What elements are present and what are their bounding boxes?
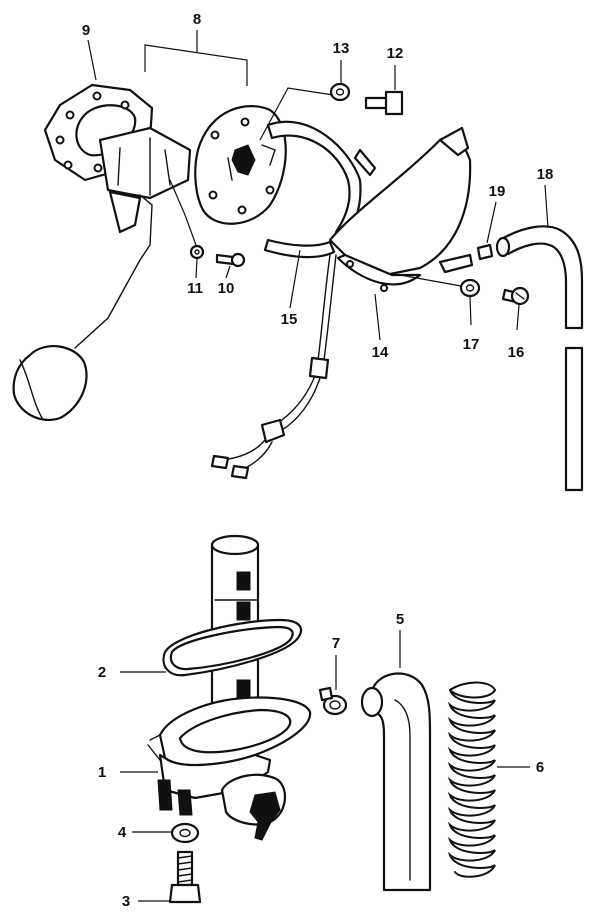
washer-part-11	[189, 244, 205, 260]
callout-6: 6	[536, 759, 544, 776]
callout-4: 4	[118, 824, 127, 841]
callout-labels: 1 2 3 4 5 6 7 8 9 10 11 12 13 14 15 16 1…	[82, 11, 554, 910]
fuel-cock-part-1	[147, 534, 312, 841]
bolt-part-12	[364, 90, 404, 116]
callout-12: 12	[387, 45, 404, 62]
callout-18: 18	[537, 166, 554, 183]
o-ring-part-2	[162, 618, 303, 677]
callout-2: 2	[98, 664, 106, 681]
clip-part-7	[318, 686, 348, 716]
callout-13: 13	[333, 40, 350, 57]
leader-17	[399, 274, 462, 287]
leader-11	[169, 179, 197, 246]
bolt-part-3	[168, 850, 202, 904]
callout-16: 16	[508, 344, 525, 361]
washer-part-4	[170, 822, 200, 844]
callout-9: 9	[82, 22, 90, 39]
callout-10: 10	[218, 280, 235, 297]
clip-part-19	[476, 243, 494, 261]
leader-13	[259, 87, 334, 141]
washer-part-13	[329, 82, 351, 102]
callout-17: 17	[463, 336, 480, 353]
hose-part-18	[495, 225, 584, 492]
spring-part-6	[447, 681, 497, 878]
washer-part-17	[459, 278, 481, 298]
callout-8: 8	[193, 11, 201, 28]
callout-1: 1	[98, 764, 106, 781]
bracket-part-8	[144, 30, 248, 86]
callout-14: 14	[372, 344, 389, 361]
screw-part-16	[501, 286, 530, 306]
callout-19: 19	[489, 183, 506, 200]
screw-part-10	[215, 252, 246, 268]
callout-11: 11	[187, 280, 203, 297]
callout-5: 5	[396, 611, 404, 628]
callout-3: 3	[122, 893, 130, 910]
leader-lines	[87, 39, 549, 902]
hose-part-5	[360, 672, 432, 892]
wiring-harness	[210, 254, 337, 480]
cover-part-14	[328, 126, 474, 292]
callout-15: 15	[281, 311, 298, 328]
fuel-gauge-sender-unit	[12, 126, 192, 421]
callout-7: 7	[332, 635, 340, 652]
